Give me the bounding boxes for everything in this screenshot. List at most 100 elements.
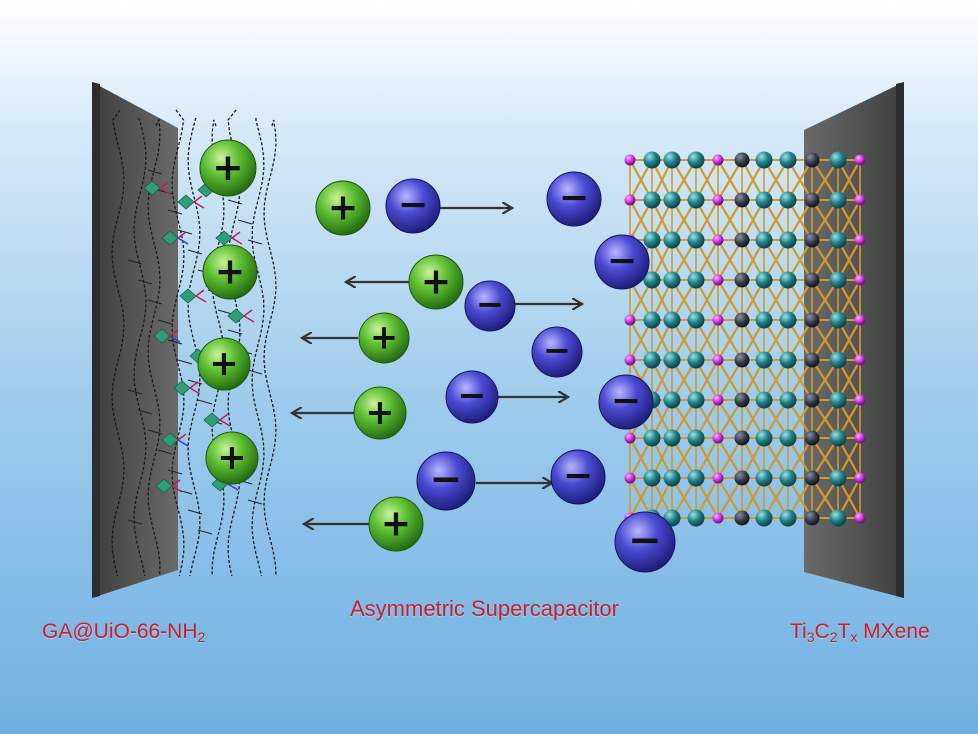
mof-linker bbox=[159, 181, 169, 189]
mxene-bond bbox=[717, 159, 743, 201]
anion-sphere bbox=[445, 370, 499, 424]
mxene-termination-atom bbox=[854, 472, 866, 484]
mxene-termination-atom bbox=[854, 154, 866, 166]
mxene-c-atom bbox=[734, 232, 750, 248]
cation-sphere bbox=[199, 139, 257, 197]
mof-cluster bbox=[227, 308, 245, 324]
mxene-ti-atom bbox=[755, 469, 773, 487]
cation-plus-sign: + bbox=[365, 392, 394, 433]
mof-linker bbox=[243, 315, 255, 323]
mxene-termination-atom bbox=[854, 354, 866, 366]
graphene-crosslink bbox=[167, 469, 183, 475]
mxene-ti-atom bbox=[779, 231, 797, 249]
anion-minus-sign: − bbox=[611, 378, 642, 421]
mxene-ti-atom bbox=[643, 191, 661, 209]
mof-linker bbox=[189, 381, 199, 389]
mof-linker bbox=[193, 195, 203, 203]
cation-plus-sign: + bbox=[381, 501, 412, 544]
mof-linker bbox=[195, 295, 207, 303]
mxene-ti-atom bbox=[779, 351, 797, 369]
right-electrode-label: Ti3C2Tx MXene bbox=[790, 620, 930, 645]
mxene-ti-atom bbox=[829, 509, 847, 527]
mof-cluster bbox=[143, 180, 161, 196]
mxene-termination-atom bbox=[712, 274, 724, 286]
mxene-termination-atom bbox=[712, 314, 724, 326]
mxene-ti-atom bbox=[779, 509, 797, 527]
mxene-ti-atom bbox=[643, 311, 661, 329]
graphene-crosslink bbox=[147, 169, 163, 175]
mxene-bond bbox=[717, 279, 743, 321]
mxene-ti-atom bbox=[663, 271, 681, 289]
mxene-termination-atom bbox=[712, 154, 724, 166]
mxene-ti-atom bbox=[663, 231, 681, 249]
anion-minus-sign: − bbox=[628, 515, 662, 563]
mxene-c-atom bbox=[734, 470, 750, 486]
mxene-c-atom bbox=[734, 510, 750, 526]
mxene-ti-atom bbox=[643, 271, 661, 289]
mxene-ti-atom bbox=[779, 429, 797, 447]
mof-linker bbox=[231, 231, 241, 239]
mxene-ti-atom bbox=[829, 151, 847, 169]
mof-cluster bbox=[177, 194, 195, 210]
anion-minus-sign: − bbox=[559, 175, 590, 218]
mxene-termination-atom bbox=[854, 234, 866, 246]
mxene-ti-atom bbox=[755, 191, 773, 209]
mxene-ti-atom bbox=[755, 509, 773, 527]
mxene-ti-atom bbox=[779, 311, 797, 329]
anion-minus-sign: − bbox=[543, 331, 571, 370]
graphene-strand bbox=[147, 117, 161, 577]
anion-sphere bbox=[464, 280, 516, 332]
mof-linker bbox=[193, 201, 205, 209]
graphene-crosslink bbox=[187, 249, 203, 255]
mxene-ti-atom bbox=[687, 509, 705, 527]
mof-linker bbox=[177, 237, 189, 245]
mxene-c-atom bbox=[804, 510, 820, 526]
mxene-ti-atom bbox=[687, 271, 705, 289]
mxene-ti-atom bbox=[687, 311, 705, 329]
mxene-ti-atom bbox=[755, 391, 773, 409]
mxene-ti-atom bbox=[829, 391, 847, 409]
mxene-c-atom bbox=[734, 430, 750, 446]
mxene-ti-atom bbox=[755, 271, 773, 289]
mof-cluster bbox=[179, 288, 197, 304]
mof-linker bbox=[169, 335, 181, 343]
graphene-crosslink bbox=[127, 519, 143, 525]
mof-linker bbox=[177, 231, 187, 239]
mxene-ti-atom bbox=[829, 469, 847, 487]
graphene-crosslink bbox=[187, 509, 203, 515]
mxene-c-atom bbox=[734, 352, 750, 368]
mxene-termination-atom bbox=[624, 472, 636, 484]
left-electrode-edge bbox=[92, 82, 100, 598]
anion-minus-sign: − bbox=[430, 457, 463, 502]
mxene-termination-atom bbox=[712, 354, 724, 366]
graphene-crosslink bbox=[217, 309, 233, 315]
mof-linker bbox=[227, 483, 239, 491]
graphene-crosslink bbox=[137, 409, 153, 415]
mxene-termination-atom bbox=[624, 432, 636, 444]
graphene-crosslink bbox=[247, 369, 263, 375]
mof-linker bbox=[159, 187, 171, 195]
mxene-termination-atom bbox=[624, 354, 636, 366]
device-title: Asymmetric Supercapacitor bbox=[350, 596, 619, 621]
graphene-strand bbox=[171, 109, 185, 577]
graphene-crosslink bbox=[177, 359, 193, 365]
anion-sphere bbox=[598, 374, 654, 430]
cation-plus-sign: + bbox=[209, 343, 238, 384]
cation-plus-sign: + bbox=[217, 437, 246, 478]
mxene-c-atom bbox=[734, 272, 750, 288]
electrolyte-ions: +++++++++−−−−−−−−−− bbox=[197, 139, 676, 573]
mof-linker bbox=[231, 237, 243, 245]
cation-sphere bbox=[358, 312, 410, 364]
cation-plus-sign: + bbox=[212, 145, 244, 189]
mof-linker bbox=[171, 479, 181, 487]
anion-minus-sign: − bbox=[476, 285, 504, 324]
mxene-ti-atom bbox=[643, 231, 661, 249]
mxene-ti-atom bbox=[643, 351, 661, 369]
graphene-crosslink bbox=[187, 379, 203, 385]
mxene-c-atom bbox=[804, 192, 820, 208]
cation-plus-sign: + bbox=[328, 185, 359, 228]
graphene-strand bbox=[263, 119, 277, 577]
mxene-ti-atom bbox=[779, 271, 797, 289]
mxene-bond bbox=[717, 199, 743, 241]
